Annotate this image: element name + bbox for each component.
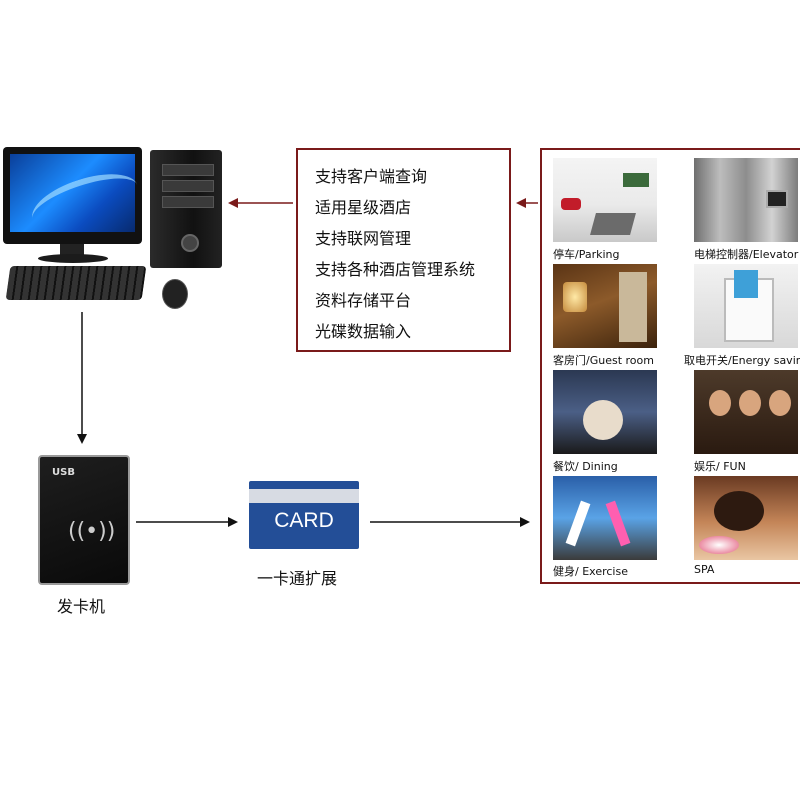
computer-tower [150, 150, 222, 268]
arrowhead-applications-to-features [516, 198, 526, 208]
arrowhead-computer-to-reader [77, 434, 87, 444]
feature-item: 适用星级酒店 [315, 198, 412, 217]
usb-label: USB [52, 467, 75, 478]
application-caption: 健身/ Exercise [553, 565, 628, 578]
application-caption: 餐饮/ Dining [553, 460, 618, 473]
card-reader-label: 发卡机 [57, 597, 106, 616]
fun-photo [694, 370, 798, 454]
feature-list: 支持客户端查询 适用星级酒店 支持联网管理 支持各种酒店管理系统 资料存储平台 … [315, 161, 475, 347]
elevator-photo [694, 158, 798, 242]
arrowhead-features-to-computer [228, 198, 238, 208]
application-caption: 娱乐/ FUN [694, 460, 746, 473]
application-caption: 客房门/Guest room [553, 354, 654, 367]
feature-box: 支持客户端查询 适用星级酒店 支持联网管理 支持各种酒店管理系统 资料存储平台 … [296, 148, 511, 352]
arrowhead-card-to-applications [520, 517, 530, 527]
application-caption: 电梯控制器/Elevator [694, 248, 799, 261]
feature-item: 支持联网管理 [315, 229, 412, 248]
application-caption: 停车/Parking [553, 248, 620, 261]
application-caption: 取电开关/Energy saving [684, 354, 800, 367]
applications-box [540, 148, 800, 584]
feature-item: 支持各种酒店管理系统 [315, 260, 476, 279]
feature-item: 光碟数据输入 [315, 322, 412, 341]
card-label: 一卡通扩展 [257, 569, 338, 588]
application-caption: SPA [694, 563, 715, 576]
monitor-stand-base [38, 254, 108, 263]
energy-saving-photo [694, 264, 798, 348]
dining-photo [553, 370, 657, 454]
card-magnetic-strip [249, 489, 359, 503]
monitor-stand [60, 244, 84, 256]
arrowhead-reader-to-card [228, 517, 238, 527]
guest-room-photo [553, 264, 657, 348]
exercise-photo [553, 476, 657, 560]
card-text: CARD [274, 509, 334, 532]
feature-item: 资料存储平台 [315, 291, 412, 310]
rfid-icon: ((•)) [68, 519, 116, 544]
mouse [162, 279, 188, 309]
monitor-screen [10, 154, 145, 241]
parking-photo [553, 158, 657, 242]
card: CARD [249, 481, 359, 549]
feature-item: 支持客户端查询 [315, 167, 428, 186]
card-reader: USB ((•)) [38, 455, 130, 585]
spa-photo [694, 476, 798, 560]
